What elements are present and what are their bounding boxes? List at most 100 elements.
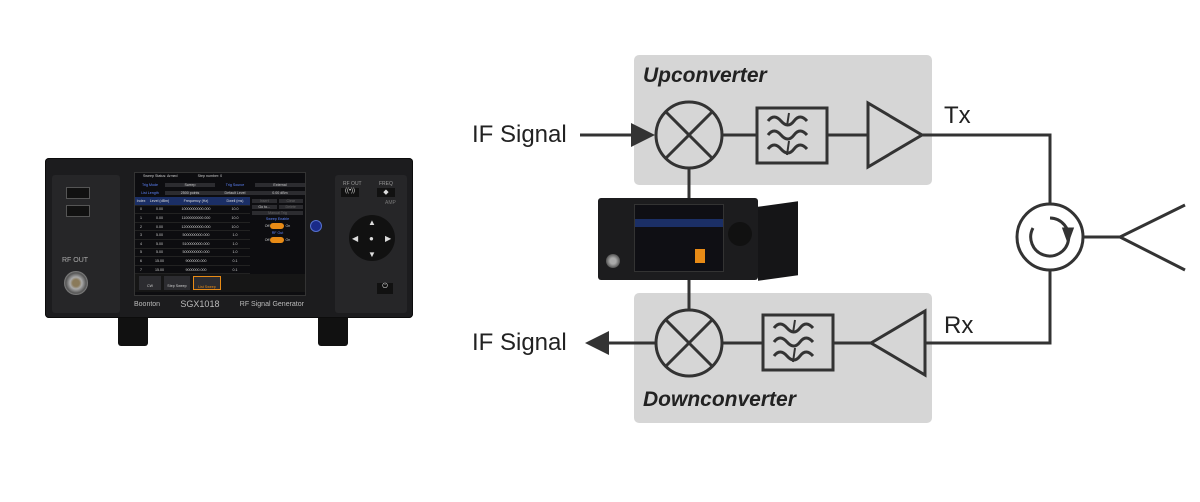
cell-index: 2 (140, 224, 142, 229)
table-row[interactable]: 4 5.00 5100000000.000 1.0 (135, 240, 250, 249)
rf-out-key[interactable]: ((•)) (341, 188, 359, 197)
antenna-icon (1116, 203, 1186, 272)
cell-level: 5.00 (156, 250, 163, 255)
rf-connector-icon (64, 271, 88, 295)
sweep-enable-toggle[interactable] (270, 223, 285, 229)
freq-key-label: FREQ (379, 181, 393, 187)
clear-button[interactable]: Clear (278, 199, 303, 203)
cell-index: 5 (140, 250, 142, 255)
usb-port-icon (66, 187, 90, 199)
downconverter-label: Downconverter (643, 388, 796, 411)
circulator-icon (1015, 202, 1085, 272)
list-length-label: List Length (141, 191, 159, 195)
cell-freq: 10000000000.000 (181, 207, 211, 212)
cell-dwell: 10.0 (231, 215, 239, 220)
small-screen (634, 204, 724, 272)
cell-index: 1 (140, 215, 142, 220)
left-panel: RF OUT (52, 175, 120, 313)
arrow-left-icon[interactable]: ◀ (352, 234, 359, 243)
rf-out-key-label: RF OUT (343, 181, 362, 187)
cell-index: 7 (140, 267, 142, 272)
cell-freq: 12000000000.000 (181, 224, 211, 229)
cell-dwell: 1.0 (232, 233, 238, 238)
small-rf-connector-icon (606, 254, 620, 268)
brand-logo: Boonton (134, 300, 161, 308)
amp-key-label: AMP (385, 200, 396, 206)
usb-port-icon (66, 205, 90, 217)
cell-dwell: 10.0 (231, 207, 239, 212)
signal-generator-photo-small (598, 198, 758, 280)
off-label: Off (264, 237, 270, 242)
rf-out-label: RF OUT (62, 257, 89, 264)
arrow-right-icon[interactable]: ▶ (385, 234, 392, 243)
cell-level: 0.00 (156, 215, 163, 220)
cell-index: 3 (140, 233, 142, 238)
trig-mode-button[interactable]: Sweep (165, 183, 215, 187)
up-amplifier-icon (866, 100, 925, 170)
sweep-status: Sweep Status: Armed (143, 174, 178, 178)
cell-freq: 5000000000.000 (182, 250, 210, 255)
on-label: On (285, 237, 291, 242)
arrow-up-icon[interactable]: ▲ (368, 218, 376, 227)
trig-source-label: Trig Source (225, 183, 245, 187)
cell-level: 0.00 (156, 224, 163, 229)
cell-level: 5.00 (156, 233, 163, 238)
step-number: Step number: 0 (197, 174, 223, 178)
down-amplifier-icon (868, 308, 927, 378)
cell-dwell: 1.0 (232, 241, 238, 246)
table-row[interactable]: 2 0.00 12000000000.000 10.0 (135, 223, 250, 232)
on-label: On (285, 223, 291, 228)
model-name: SGX1018 (180, 299, 220, 309)
freq-key[interactable]: ◆ (377, 188, 395, 197)
cell-index: 0 (140, 207, 142, 212)
menu-icon[interactable] (310, 220, 322, 232)
rx-label: Rx (944, 312, 974, 339)
touch-screen[interactable]: Sweep Status: Armed Step number: 0 Trig … (134, 172, 306, 296)
cell-freq: 9000000.000 (185, 267, 207, 272)
cell-level: 15.00 (155, 258, 164, 263)
cell-index: 4 (140, 241, 142, 246)
tx-label: Tx (944, 102, 971, 129)
cell-dwell: 0.1 (232, 258, 238, 263)
cell-freq: 5000000000.000 (182, 233, 210, 238)
default-level-button[interactable]: Default Level (215, 191, 255, 195)
manual-trig-button[interactable]: Manual Trig (252, 211, 303, 215)
small-navigation-pad (728, 222, 752, 246)
rf-out-toggle[interactable] (270, 237, 285, 243)
enter-icon[interactable]: ● (369, 234, 374, 243)
mode-list-sweep[interactable]: List Sweep (193, 276, 221, 291)
arrow-down-icon[interactable]: ▼ (368, 250, 376, 259)
table-row[interactable]: 5 5.00 5000000000.000 1.0 (135, 249, 250, 258)
cell-level: 5.00 (156, 241, 163, 246)
trig-source-button[interactable]: External (255, 183, 305, 187)
goto-button[interactable]: Go to... (252, 205, 277, 209)
default-level-field[interactable]: 0.00 dBm (255, 191, 305, 195)
table-row[interactable]: 3 5.00 5000000000.000 1.0 (135, 231, 250, 240)
column-header: Dwell (ms) (226, 198, 244, 203)
column-header: Index (136, 198, 146, 203)
cell-freq: 5100000000.000 (182, 241, 210, 246)
column-header: Level (dBm) (149, 198, 170, 203)
mode-cw[interactable]: CW (139, 276, 161, 291)
cell-freq: 11000000000.000 (181, 215, 211, 220)
sweep-list-table: Index Level (dBm) Frequency (Hz) Dwell (… (135, 197, 250, 275)
cell-freq: 9000000.000 (185, 258, 207, 263)
navigation-pad[interactable]: ▲ ▼ ◀ ▶ ● (349, 215, 395, 261)
insert-button[interactable]: Insert (252, 199, 277, 203)
mode-step-sweep[interactable]: Step Sweep (164, 276, 190, 291)
list-length-field[interactable]: 2500 points (165, 191, 215, 195)
cell-dwell: 10.0 (231, 224, 239, 229)
cell-dwell: 1.0 (232, 250, 238, 255)
sweep-enable-label: Sweep Enable (265, 217, 290, 221)
delete-button[interactable]: Delete (278, 205, 303, 209)
table-row[interactable]: 1 0.00 11000000000.000 10.0 (135, 214, 250, 223)
column-header: Frequency (Hz) (183, 198, 209, 203)
off-label: Off (264, 223, 270, 228)
trig-mode-label: Trig Mode (141, 183, 159, 187)
power-button-icon[interactable]: ⏻ (377, 283, 393, 294)
